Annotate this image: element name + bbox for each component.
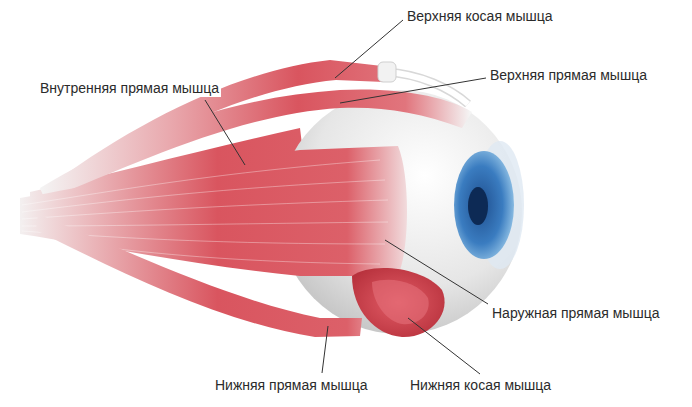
pupil xyxy=(468,187,488,225)
leader-lines xyxy=(205,20,488,374)
part-label: Нижняя прямая мышца xyxy=(213,376,369,394)
trochlea xyxy=(378,62,396,82)
iris xyxy=(454,151,514,259)
inferior-oblique xyxy=(372,280,429,325)
part-label: Нижняя косая мышца xyxy=(408,376,553,394)
lateral-rectus xyxy=(20,146,407,276)
part-label: Внутренняя прямая мышца xyxy=(38,79,221,97)
part-label: Наружная прямая мышца xyxy=(490,304,661,322)
inferior-rectus xyxy=(36,214,362,337)
part-label: Верхняя косая мышца xyxy=(405,7,555,25)
part-label: Верхняя прямая мышца xyxy=(488,66,649,84)
inferior-oblique xyxy=(352,268,445,337)
